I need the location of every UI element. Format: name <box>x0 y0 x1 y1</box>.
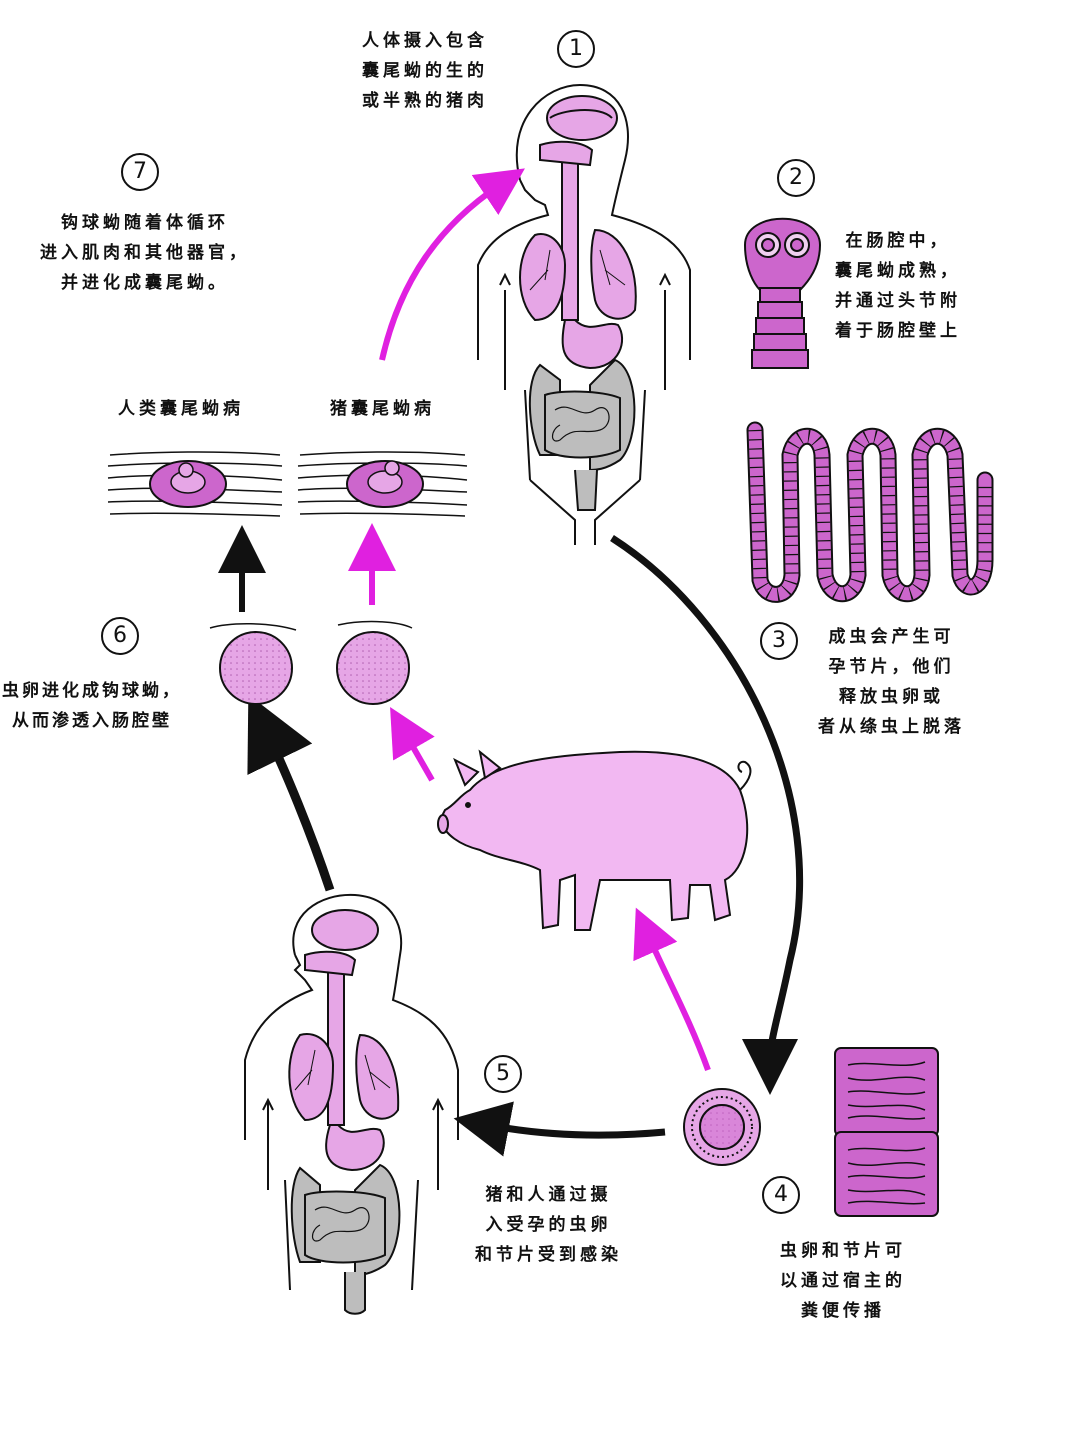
human-body-icon <box>244 893 459 1315</box>
scolex-icon <box>743 217 822 369</box>
step-7-line-2: 进入肌肉和其他器官， <box>40 243 250 263</box>
cyst-icon <box>297 451 468 517</box>
step-number-1: 1 <box>557 30 595 68</box>
step-number-3: 3 <box>760 622 798 660</box>
step-5-text: 猪和人通过摄 入受孕的虫卵 和节片受到感染 <box>475 1180 622 1270</box>
step-7-line-3: 并进化成囊尾蚴。 <box>61 273 229 293</box>
step-3-line-4: 者从绦虫上脱落 <box>818 717 965 737</box>
step-5-line-1: 猪和人通过摄 <box>485 1185 612 1205</box>
arrow-magenta-pig-to-oncosphere <box>390 706 435 782</box>
step-2-text: 在肠腔中， 囊尾蚴成熟， 并通过头节附 着于肠腔壁上 <box>835 226 961 346</box>
pig-cysticercosis-label: 猪囊尾蚴病 <box>330 399 435 419</box>
oncosphere-icon <box>209 623 297 705</box>
step-2-line-2: 囊尾蚴成熟， <box>835 261 961 281</box>
step-7-text: 钩球蚴随着体循环 进入肌肉和其他器官， 并进化成囊尾蚴。 <box>40 208 250 298</box>
step-1-line-1: 人体摄入包含 <box>362 31 488 51</box>
oncosphere-icon <box>336 620 413 705</box>
step-3-text: 成虫会产生可 孕节片，他们 释放虫卵或 者从绦虫上脱落 <box>818 622 965 742</box>
step-5-line-2: 入受孕的虫卵 <box>485 1215 612 1235</box>
step-3-line-3: 释放虫卵或 <box>839 687 944 707</box>
step-6-line-1: 虫卵进化成钩球蚴， <box>2 681 182 701</box>
arrow-magenta-pig-cyst-to-human <box>379 168 525 361</box>
arrow-magenta-egg-to-pig <box>633 907 711 1072</box>
step-3-line-1: 成虫会产生可 <box>828 627 955 647</box>
step-number-6: 6 <box>101 617 139 655</box>
step-1-line-3: 或半熟的猪肉 <box>362 91 488 111</box>
pig-icon <box>437 749 752 931</box>
step-7-line-1: 钩球蚴随着体循环 <box>61 213 229 233</box>
step-4-line-1: 虫卵和节片可 <box>780 1241 906 1261</box>
egg-icon <box>683 1088 761 1166</box>
step-1-text: 人体摄入包含 囊尾蚴的生的 或半熟的猪肉 <box>362 26 488 116</box>
step-2-line-1: 在肠腔中， <box>845 231 951 251</box>
step-3-line-2: 孕节片，他们 <box>828 657 955 677</box>
human-body-icon <box>477 83 691 545</box>
step-6-text: 虫卵进化成钩球蚴， 从而渗透入肠腔壁 <box>2 676 182 736</box>
human-cysticercosis-label: 人类囊尾蚴病 <box>118 399 244 419</box>
cyst-icon <box>107 451 283 517</box>
step-4-text: 虫卵和节片可 以通过宿主的 粪便传播 <box>780 1236 906 1326</box>
proglottid-icon <box>834 1047 939 1217</box>
step-number-5: 5 <box>484 1055 522 1093</box>
step-2-line-3: 并通过头节附 <box>835 291 961 311</box>
arrow-black-tapeworm-to-egg <box>610 535 804 1095</box>
step-5-line-3: 和节片受到感染 <box>475 1245 622 1265</box>
tapeworm-icon <box>746 421 994 603</box>
arrow-black-egg-to-human <box>453 1101 666 1157</box>
step-4-line-2: 以通过宿主的 <box>780 1271 906 1291</box>
step-number-4: 4 <box>762 1176 800 1214</box>
step-6-line-2: 从而渗透入肠腔壁 <box>12 711 172 731</box>
arrow-black-human-to-oncosphere <box>247 694 335 892</box>
step-number-2: 2 <box>777 159 815 197</box>
step-4-line-3: 粪便传播 <box>801 1301 885 1321</box>
step-1-line-2: 囊尾蚴的生的 <box>362 61 488 81</box>
step-2-line-4: 着于肠腔壁上 <box>835 321 961 341</box>
step-number-7: 7 <box>121 153 159 191</box>
